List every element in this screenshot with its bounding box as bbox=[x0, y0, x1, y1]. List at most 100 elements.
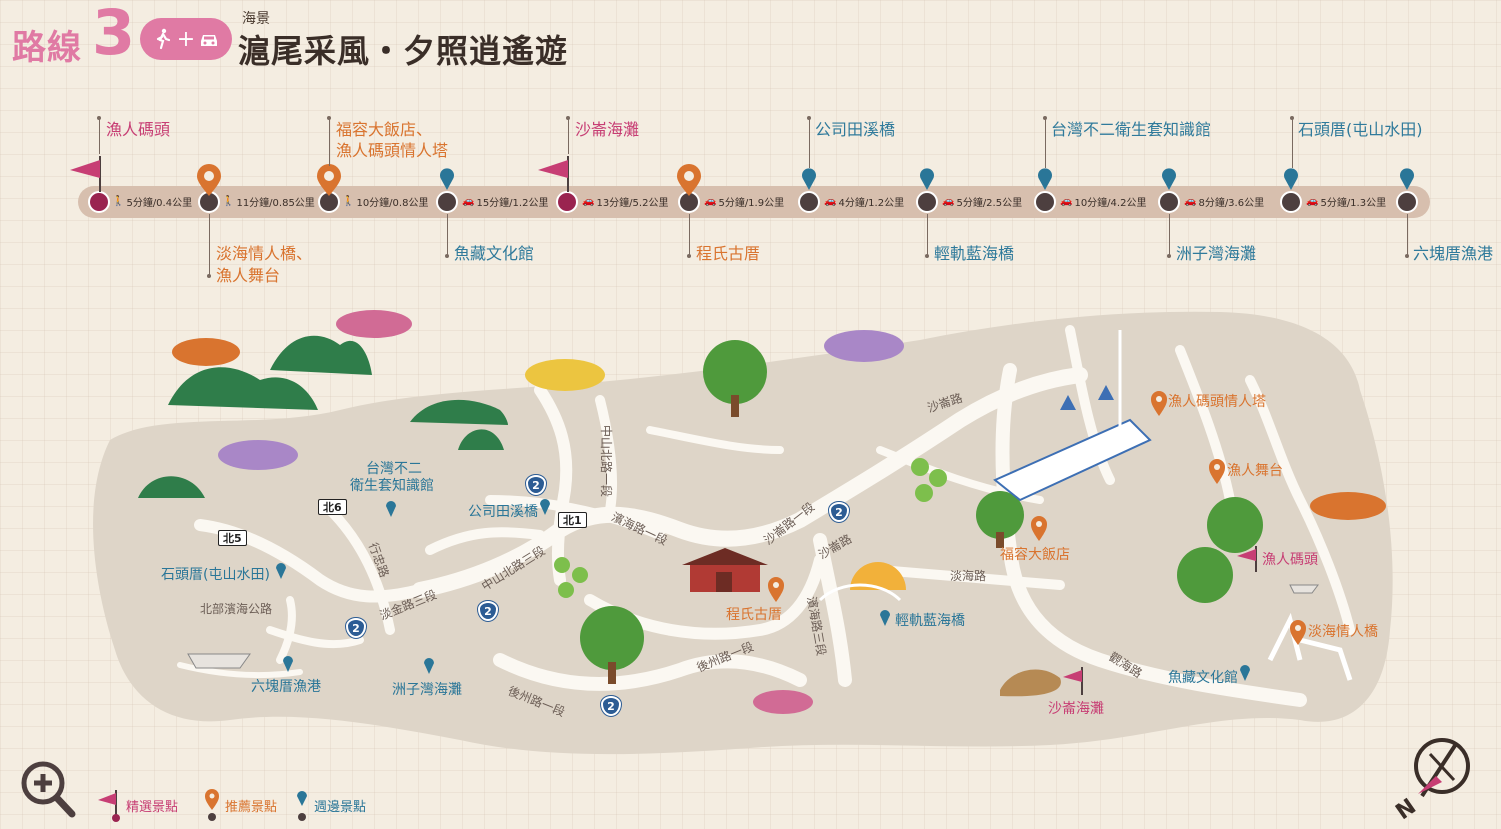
segment: 🚗5分鐘/1.3公里 bbox=[1306, 196, 1387, 209]
leader-line bbox=[1292, 118, 1293, 168]
route-map[interactable] bbox=[0, 300, 1501, 780]
map-pin-icon bbox=[768, 577, 784, 602]
map-label-shalun-beach[interactable]: 沙崙海灘 bbox=[1048, 701, 1104, 717]
timeline-stop-shalun-beach[interactable] bbox=[556, 191, 578, 213]
timeline-stop-gongsitian-bridge[interactable] bbox=[798, 191, 820, 213]
legend-recommended-label: 推薦景點 bbox=[225, 799, 278, 815]
map-label-fish-museum[interactable]: 魚藏文化館 bbox=[1168, 670, 1238, 686]
map-label-condom-museum[interactable]: 台灣不二 bbox=[366, 461, 422, 477]
timeline-stop-lrt-blue-bridge[interactable] bbox=[916, 191, 938, 213]
map-pin-icon bbox=[677, 164, 701, 196]
route-plate: 北1 bbox=[558, 512, 587, 528]
leader-line bbox=[1407, 214, 1408, 256]
timeline-stop-stone-house[interactable] bbox=[1280, 191, 1302, 213]
map-pin-icon bbox=[205, 789, 219, 821]
map-label-gongsitian-bridge[interactable]: 公司田溪橋 bbox=[468, 504, 538, 520]
location-dot-icon bbox=[880, 610, 890, 626]
route-number: 3 bbox=[92, 0, 136, 69]
car-icon bbox=[201, 35, 218, 46]
walk-icon bbox=[156, 28, 170, 50]
car-icon: 🚗 bbox=[1060, 196, 1073, 207]
map-label-condom-museum-2[interactable]: 衛生套知識館 bbox=[350, 478, 434, 494]
timeline-stop-condom-museum[interactable] bbox=[1034, 191, 1056, 213]
location-dot-icon bbox=[1284, 168, 1298, 190]
timeline-label-gongsitian-bridge[interactable]: 公司田溪橋 bbox=[815, 120, 896, 139]
cloud-decorations bbox=[172, 310, 1386, 714]
map-label-lovers-tower[interactable]: 漁人碼頭情人塔 bbox=[1168, 394, 1266, 410]
segment: 🚗4分鐘/1.2公里 bbox=[824, 196, 905, 209]
timeline-label-fish-museum[interactable]: 魚藏文化館 bbox=[454, 244, 535, 263]
hill-decorations bbox=[138, 335, 508, 498]
legend-nearby: 週邊景點 bbox=[294, 788, 366, 822]
tree-decorations bbox=[554, 340, 1263, 684]
map-label-fisherman-wharf[interactable]: 漁人碼頭 bbox=[1262, 552, 1318, 568]
map-label-fisherman-stage[interactable]: 漁人舞台 bbox=[1227, 463, 1283, 479]
location-dot-icon bbox=[540, 499, 550, 515]
car-icon: 🚗 bbox=[942, 196, 955, 207]
map-label-stone-house[interactable]: 石頭厝(屯山水田) bbox=[161, 567, 270, 583]
timeline-label-stone-house[interactable]: 石頭厝(屯山水田) bbox=[1298, 120, 1423, 139]
segment: 🚗8分鐘/3.6公里 bbox=[1184, 196, 1265, 209]
boat-illustration bbox=[187, 584, 1319, 669]
compass-icon[interactable]: N bbox=[1392, 736, 1474, 820]
timeline-label-fullon-hotel[interactable]: 福容大飯店、 bbox=[336, 120, 433, 139]
route-plate: 北6 bbox=[318, 499, 347, 515]
flag-icon bbox=[1063, 667, 1083, 695]
leader-line bbox=[209, 214, 210, 276]
map-label-fullon-hotel[interactable]: 福容大飯店 bbox=[1000, 547, 1070, 563]
leader-dot bbox=[1405, 254, 1409, 258]
segment: 🚗10分鐘/4.2公里 bbox=[1060, 196, 1147, 209]
route-category: 海景 bbox=[242, 11, 270, 27]
compass-north-letter: N bbox=[1392, 794, 1421, 820]
map-pin-icon bbox=[197, 164, 221, 196]
leader-dot bbox=[1167, 254, 1171, 258]
leader-dot bbox=[687, 254, 691, 258]
car-icon: 🚗 bbox=[462, 196, 475, 207]
map-label-lrt-blue-bridge[interactable]: 輕軌藍海橋 bbox=[895, 613, 965, 629]
timeline-stop-fish-museum[interactable] bbox=[436, 191, 458, 213]
location-dot-icon bbox=[386, 501, 396, 517]
legend-nearby-label: 週邊景點 bbox=[314, 799, 367, 815]
segment: 🚶5分鐘/0.4公里 bbox=[112, 196, 193, 209]
timeline-stop-liukuaicuo-port[interactable] bbox=[1396, 191, 1418, 213]
leader-line bbox=[568, 118, 569, 154]
route-shield-2: 2 bbox=[601, 696, 621, 716]
timeline-bar bbox=[78, 186, 1430, 218]
timeline-label-fisherman-stage[interactable]: 漁人舞台 bbox=[216, 266, 281, 285]
legend-recommended: 推薦景點 bbox=[203, 788, 277, 822]
sunset-illustration bbox=[818, 562, 906, 602]
timeline-label-condom-museum[interactable]: 台灣不二衛生套知識館 bbox=[1051, 120, 1212, 139]
location-dot-icon bbox=[276, 563, 286, 579]
timeline-label-zhouzi-beach[interactable]: 洲子灣海灘 bbox=[1176, 244, 1257, 263]
timeline-stop-fisherman-wharf[interactable] bbox=[88, 191, 110, 213]
location-dot-icon bbox=[1240, 665, 1250, 681]
segment: 🚶11分鐘/0.85公里 bbox=[222, 196, 315, 209]
temple-illustration bbox=[682, 548, 768, 592]
map-label-zhouzi-beach[interactable]: 洲子灣海灘 bbox=[392, 682, 462, 698]
segment: 🚗15分鐘/1.2公里 bbox=[462, 196, 549, 209]
timeline-label-lrt-blue-bridge[interactable]: 輕軌藍海橋 bbox=[934, 244, 1015, 263]
map-label-cheng-house[interactable]: 程氏古厝 bbox=[726, 607, 782, 623]
map-pin-icon bbox=[1209, 459, 1225, 484]
leader-line bbox=[689, 214, 690, 256]
timeline-label-liukuaicuo-port[interactable]: 六塊厝漁港 bbox=[1413, 244, 1494, 263]
map-label-liukuaicuo-port[interactable]: 六塊厝漁港 bbox=[251, 679, 321, 695]
car-icon: 🚗 bbox=[1306, 196, 1319, 207]
route-title: 滬尾采風・夕照逍遙遊 bbox=[238, 32, 569, 70]
timeline-label-lovers-tower[interactable]: 漁人碼頭情人塔 bbox=[336, 141, 449, 160]
road-label: 北部濱海公路 bbox=[200, 602, 273, 616]
segment: 🚶10分鐘/0.8公里 bbox=[342, 196, 429, 209]
timeline-stop-zhouzi-beach[interactable] bbox=[1158, 191, 1180, 213]
timeline-label-shalun-beach[interactable]: 沙崙海灘 bbox=[575, 120, 640, 139]
leader-line bbox=[329, 118, 330, 166]
location-dot-icon bbox=[283, 656, 293, 672]
route-plate: 北5 bbox=[218, 530, 247, 546]
mode-plus: + bbox=[176, 26, 196, 52]
route-shield-2: 2 bbox=[478, 601, 498, 621]
timeline-label-lovers-bridge[interactable]: 淡海情人橋、 bbox=[216, 244, 313, 263]
map-label-lovers-bridge[interactable]: 淡海情人橋 bbox=[1308, 624, 1378, 640]
timeline-label-fisherman-wharf[interactable]: 漁人碼頭 bbox=[106, 120, 171, 139]
timeline-label-cheng-house[interactable]: 程氏古厝 bbox=[696, 244, 761, 263]
zoom-in-icon[interactable] bbox=[20, 760, 76, 818]
map-pin-icon bbox=[317, 164, 341, 196]
